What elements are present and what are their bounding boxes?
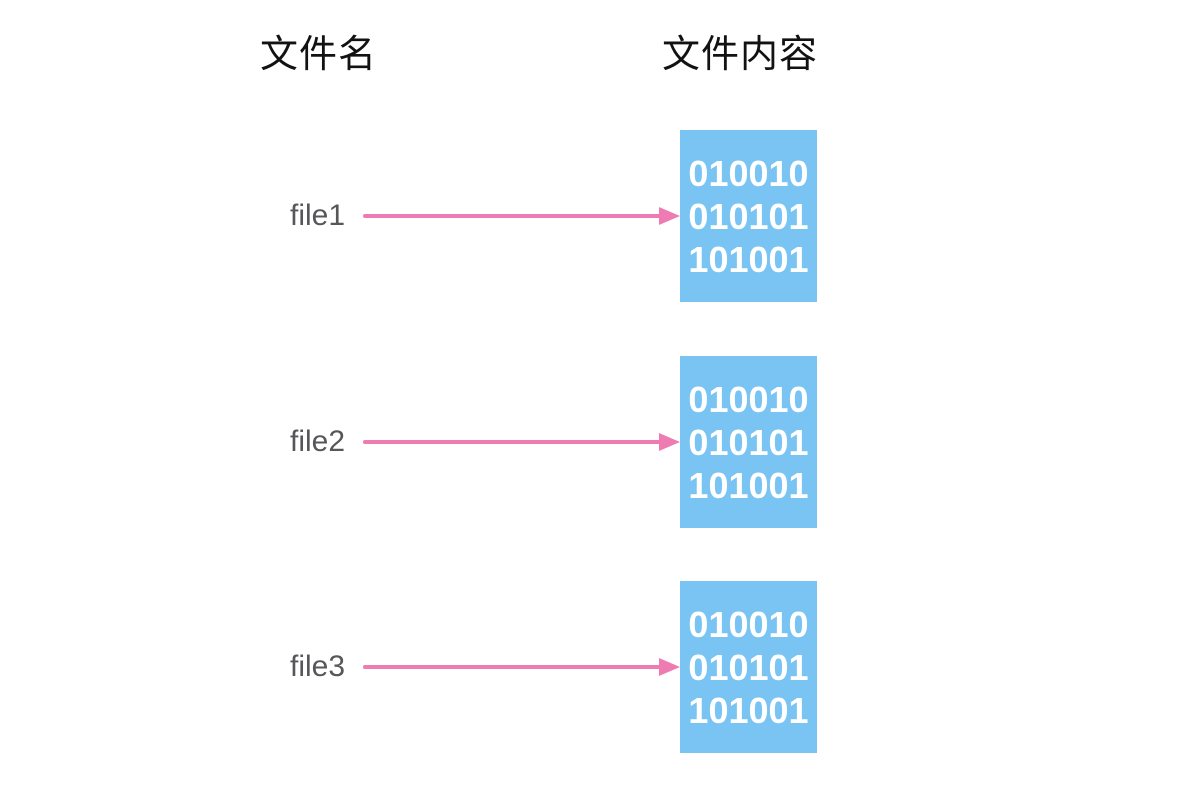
arrow-file2-icon: [363, 433, 680, 451]
arrow-line: [363, 214, 663, 218]
binary-line: 010010: [688, 378, 809, 420]
file-row-1: file1 010010 010101 101001: [0, 130, 1184, 302]
binary-line: 010010: [688, 152, 809, 194]
column-header-filecontent: 文件内容: [662, 34, 819, 76]
file-row-3: file3 010010 010101 101001: [0, 581, 1184, 753]
file1-content-box: 010010 010101 101001: [680, 130, 817, 302]
binary-line: 010101: [688, 646, 809, 688]
binary-line: 010010: [688, 603, 809, 645]
arrow-head-icon: [659, 433, 680, 451]
binary-line: 101001: [688, 238, 809, 280]
file2-label: file2: [290, 425, 346, 458]
arrow-file1-icon: [363, 207, 680, 225]
binary-line: 101001: [688, 464, 809, 506]
binary-line: 101001: [688, 689, 809, 731]
binary-line: 010101: [688, 421, 809, 463]
binary-line: 010101: [688, 195, 809, 237]
file3-label: file3: [290, 650, 346, 683]
arrow-head-icon: [659, 207, 680, 225]
file3-content-box: 010010 010101 101001: [680, 581, 817, 753]
column-header-filename: 文件名: [260, 34, 378, 76]
arrow-line: [363, 665, 663, 669]
file-row-2: file2 010010 010101 101001: [0, 356, 1184, 528]
file2-content-box: 010010 010101 101001: [680, 356, 817, 528]
arrow-line: [363, 440, 663, 444]
arrow-head-icon: [659, 658, 680, 676]
file1-label: file1: [290, 199, 346, 232]
arrow-file3-icon: [363, 658, 680, 676]
